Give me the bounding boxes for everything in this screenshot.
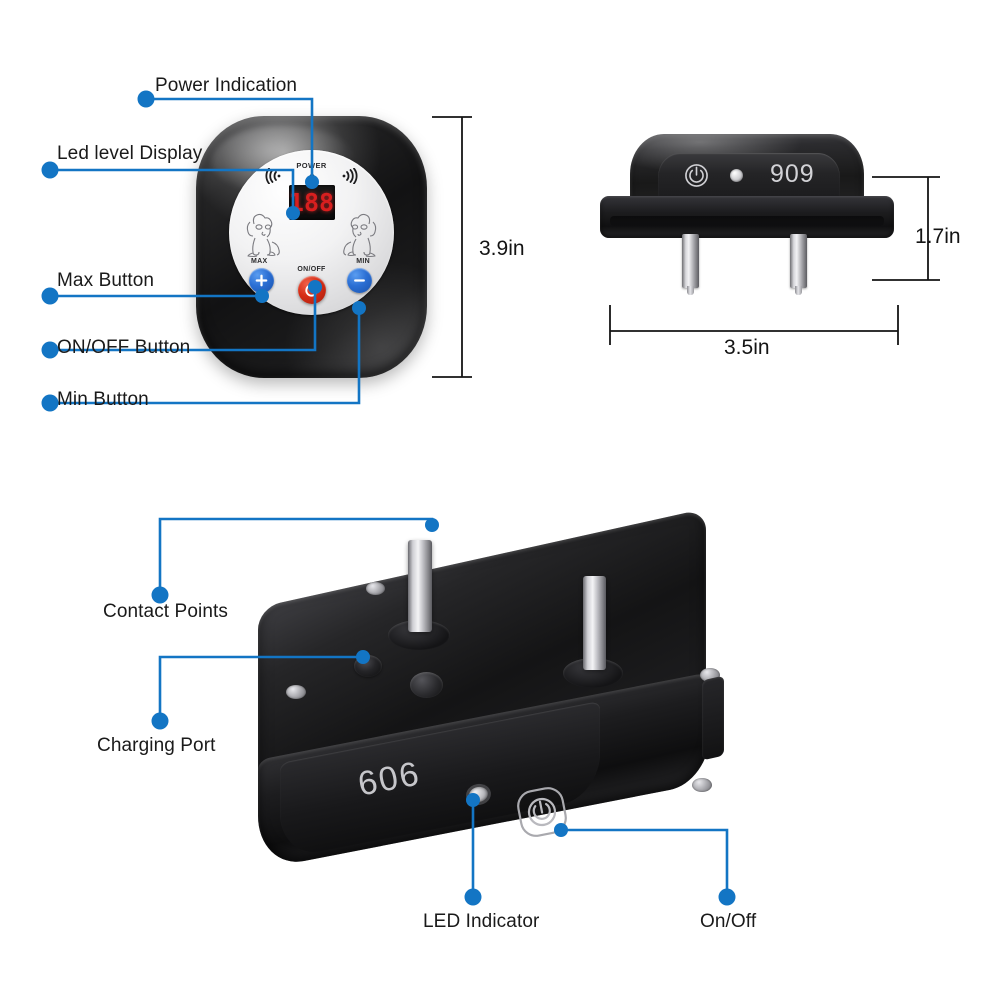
power-icon bbox=[685, 164, 708, 187]
signal-wave-left-icon bbox=[265, 168, 281, 184]
screw-top-left bbox=[366, 582, 385, 595]
charging-port bbox=[354, 655, 382, 677]
screw-bottom-right bbox=[692, 778, 712, 792]
callout-onoff-button: ON/OFF Button bbox=[57, 337, 191, 358]
receiver-angled-view bbox=[250, 508, 750, 870]
contact-prong-left bbox=[682, 234, 699, 295]
receiver-front-view: 909 bbox=[600, 134, 894, 295]
onoff-button[interactable] bbox=[297, 276, 326, 304]
max-button[interactable] bbox=[249, 268, 274, 293]
remote-control-face: POWER 188 bbox=[229, 150, 394, 315]
contact-prong-right bbox=[583, 576, 606, 670]
contact-prong-left bbox=[408, 540, 432, 632]
receiver-909-panel: 909 bbox=[658, 153, 840, 199]
dog-graphic-left-icon bbox=[246, 213, 280, 258]
onoff-button-caption: ON/OFF bbox=[297, 266, 326, 273]
led-display-value: 188 bbox=[288, 188, 335, 217]
max-button-caption: MAX bbox=[251, 258, 268, 265]
signal-wave-right-icon bbox=[342, 168, 358, 184]
callout-max-button: Max Button bbox=[57, 270, 155, 291]
minus-icon bbox=[354, 279, 365, 282]
center-phillips-screw bbox=[410, 672, 443, 698]
callout-min-button: Min Button bbox=[57, 389, 149, 410]
dog-graphic-right-icon bbox=[343, 213, 377, 258]
plus-icon bbox=[255, 274, 268, 287]
power-icon[interactable] bbox=[514, 784, 570, 840]
remote-transmitter: POWER 188 bbox=[196, 116, 427, 378]
power-indicator-led bbox=[309, 174, 314, 179]
callout-power-indication: Power Indication bbox=[155, 75, 298, 96]
receiver-909-base bbox=[600, 196, 894, 238]
contact-prong-right bbox=[790, 234, 807, 295]
min-button[interactable] bbox=[347, 268, 372, 293]
callout-onoff-606: On/Off bbox=[700, 911, 757, 932]
callout-led-indicator: LED Indicator bbox=[423, 911, 540, 932]
callout-contact-points: Contact Points bbox=[103, 601, 228, 622]
power-icon bbox=[305, 282, 318, 297]
led-level-display: 188 bbox=[288, 185, 335, 220]
clip-slot bbox=[702, 675, 724, 761]
dimension-remote-height: 3.9in bbox=[479, 237, 525, 260]
screw-left bbox=[286, 685, 306, 699]
min-button-caption: MIN bbox=[356, 258, 370, 265]
receiver-909-model-number: 909 bbox=[770, 160, 815, 188]
led-indicator bbox=[730, 169, 743, 182]
dimension-receiver-height: 1.7in bbox=[915, 225, 961, 248]
callout-charging-port: Charging Port bbox=[97, 735, 216, 756]
power-label: POWER bbox=[296, 161, 327, 170]
dimension-receiver-width: 3.5in bbox=[724, 336, 770, 359]
callout-led-level-display: Led level Display bbox=[57, 143, 203, 164]
